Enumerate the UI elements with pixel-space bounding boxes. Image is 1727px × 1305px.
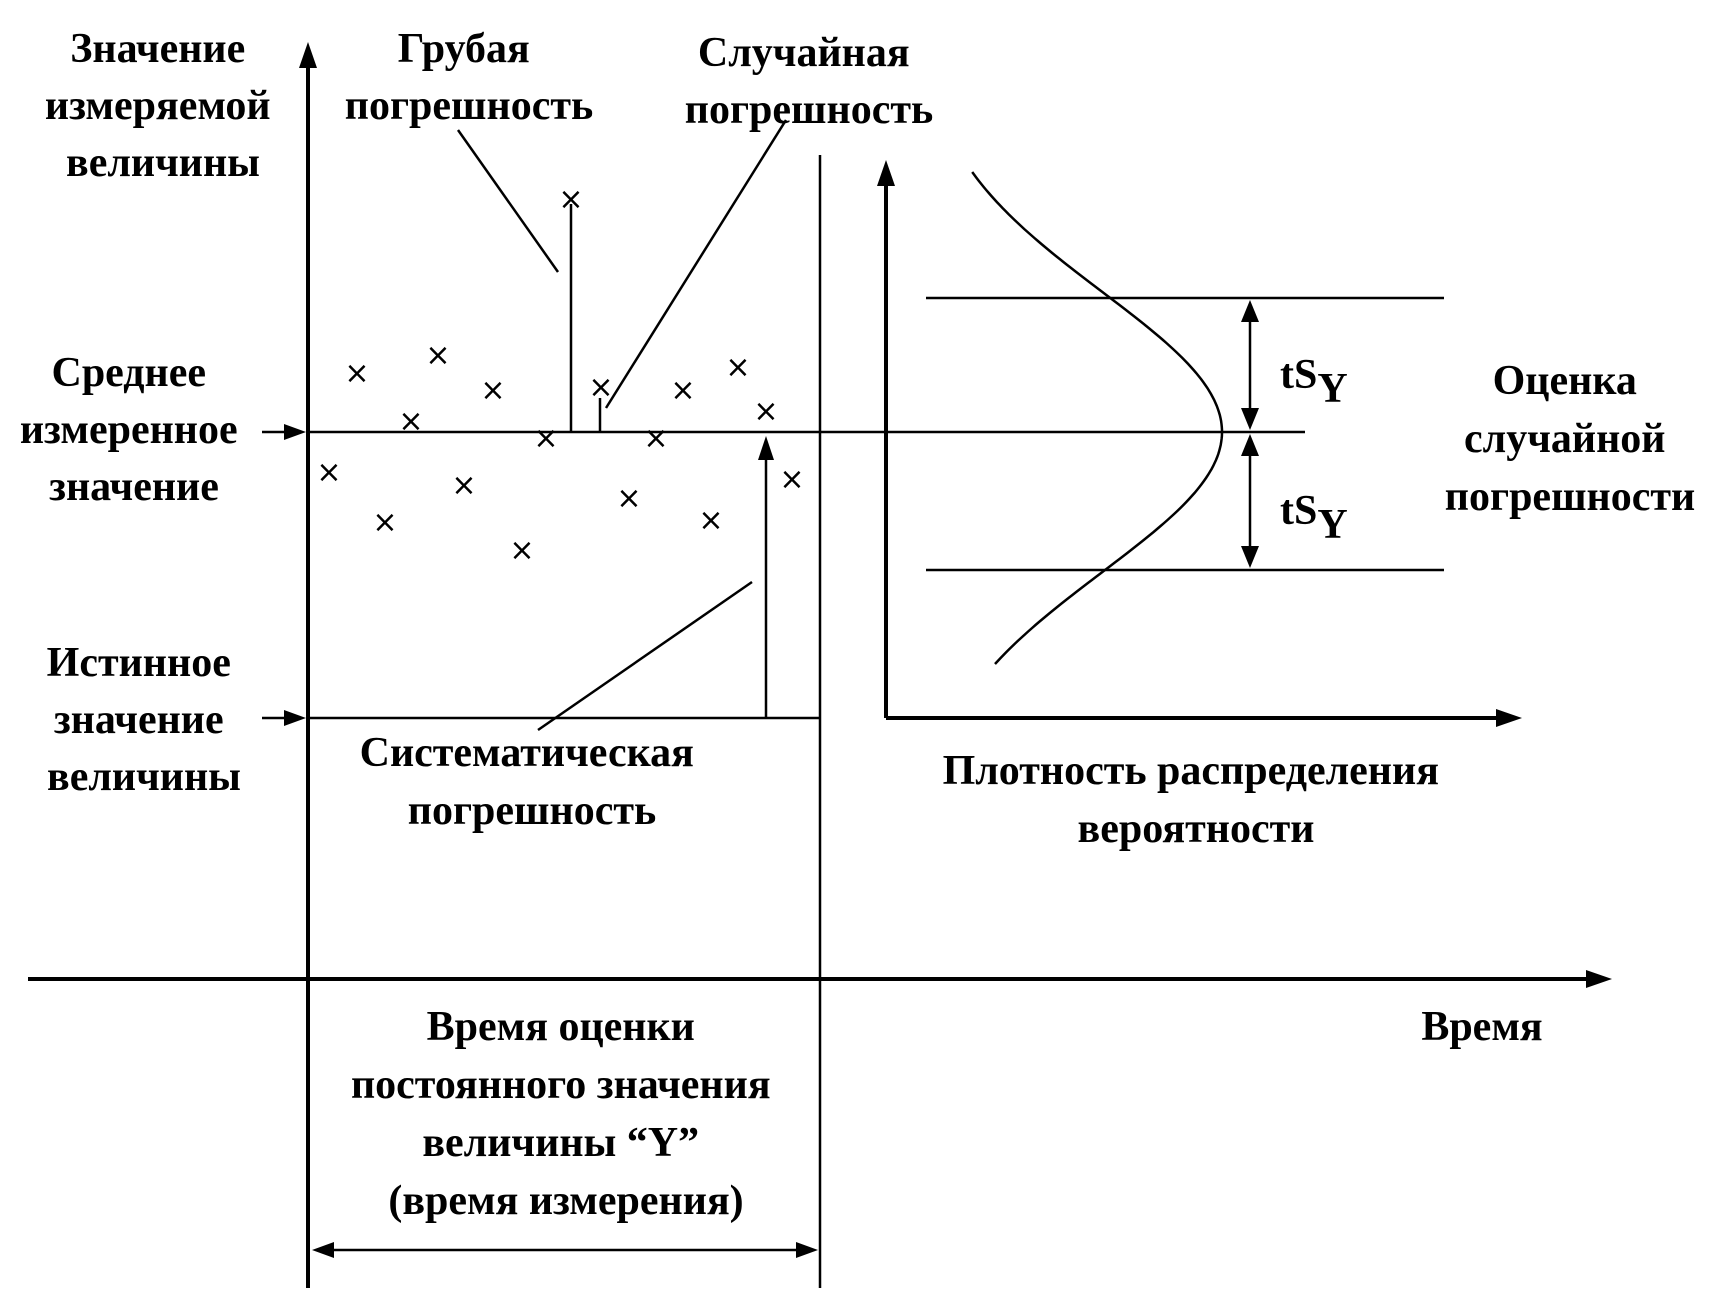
- systematic-error-label: Систематическая погрешность: [360, 730, 705, 834]
- measurement-point-marker: ×: [616, 481, 641, 516]
- lower-interval-label: tSY: [1280, 488, 1348, 548]
- true-value-pointer-arrowhead: [284, 710, 306, 726]
- gross-error-leader: [456, 129, 560, 273]
- true-value-label: Истинное значение величины: [47, 640, 242, 800]
- systematic-error-arrowhead: [758, 436, 774, 460]
- value-axis-arrowhead: [299, 42, 317, 68]
- pdf-horizontal-axis-arrowhead: [1496, 709, 1522, 727]
- measurement-point-marker: ×: [533, 421, 558, 456]
- mean-value-label: Среднее измеренное значение: [20, 350, 248, 510]
- gross-error-label: Грубая погрешность: [345, 26, 593, 129]
- upper-interval-label: tSY: [1280, 352, 1348, 412]
- measurement-point-marker: ×: [372, 505, 397, 540]
- pdf-vertical-axis-arrowhead: [877, 160, 895, 186]
- measurement-time-label: Время оценки постоянного значения величи…: [351, 1004, 781, 1224]
- time-axis-arrowhead: [1586, 970, 1612, 988]
- upper-interval-arrowhead-top: [1241, 300, 1259, 322]
- measurement-point-marker: ×: [509, 533, 534, 568]
- probability-density-curve: [971, 171, 1224, 665]
- measurement-point-marker: ×: [698, 503, 723, 538]
- measurement-point-marker: ×: [643, 421, 668, 456]
- lower-interval-arrowhead-bottom: [1241, 546, 1259, 568]
- systematic-error-leader: [537, 580, 753, 732]
- measurement-point-marker: ×: [753, 394, 778, 429]
- measurement-point-marker: ×: [480, 373, 505, 408]
- measurement-point-marker: ×: [588, 370, 613, 405]
- measurement-point-marker: ×: [398, 404, 423, 439]
- measurement-point-marker: ×: [344, 356, 369, 391]
- mean-value-pointer-arrowhead: [284, 424, 306, 440]
- measurement-points: ××××××××××××××××××: [316, 182, 804, 568]
- random-error-leader: [604, 119, 788, 409]
- y-axis-label: Значение измеряемой величины: [45, 26, 281, 186]
- measurement-point-marker: ×: [425, 338, 450, 373]
- pdf-label: Плотность распределения вероятности: [943, 748, 1450, 852]
- measurement-time-span-arrowhead-right: [796, 1242, 818, 1258]
- time-axis-label: Время: [1421, 1004, 1542, 1050]
- measurement-point-marker: ×: [725, 350, 750, 385]
- upper-interval-arrowhead-bottom: [1241, 408, 1259, 430]
- measurement-point-marker: ×: [558, 182, 583, 217]
- random-error-estimate-label: Оценка случайной погрешности: [1445, 358, 1695, 520]
- measurement-point-marker: ×: [779, 462, 804, 497]
- measurement-time-span-arrowhead-left: [312, 1242, 334, 1258]
- measurement-point-marker: ×: [316, 455, 341, 490]
- measurement-point-marker: ×: [670, 373, 695, 408]
- lower-interval-arrowhead-top: [1241, 434, 1259, 456]
- random-error-label: Случайная погрешность: [685, 30, 933, 133]
- measurement-point-marker: ×: [451, 468, 476, 503]
